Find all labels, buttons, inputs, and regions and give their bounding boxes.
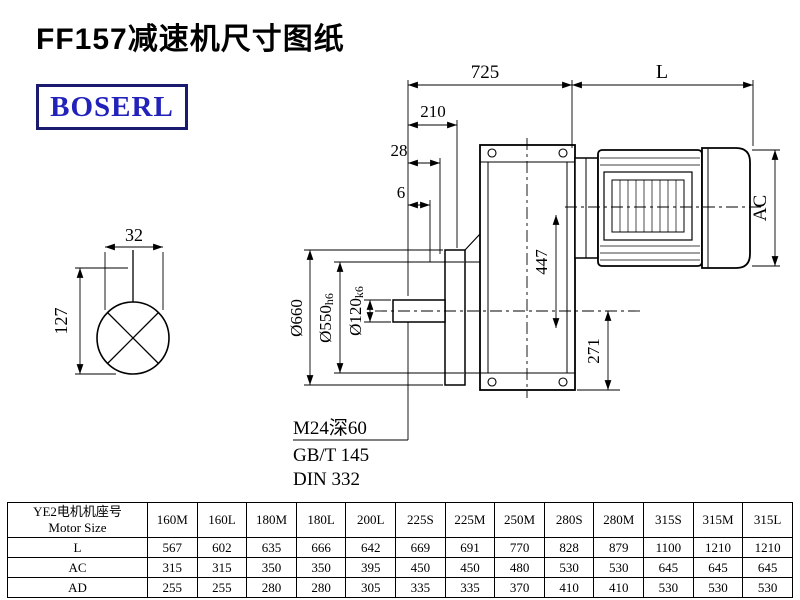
table-cell: 645	[692, 557, 744, 578]
table-cell: 350	[246, 557, 297, 578]
bolt-hole	[558, 377, 568, 387]
brand-logo: BOSERL	[36, 84, 188, 130]
table-row-L: L 567 602 635 666 642 669 691 770 828 87…	[7, 537, 793, 558]
table-cell: 410	[593, 577, 645, 598]
col-header: 225S	[395, 502, 446, 538]
col-header: 280S	[543, 502, 595, 538]
table-cell: 280	[295, 577, 347, 598]
dim-motor-length-label: L	[656, 61, 668, 83]
dia-flange-label: Ø660	[287, 299, 306, 337]
table-cell: 669	[395, 537, 446, 558]
col-header: 180M	[246, 502, 297, 538]
table-cell: 410	[543, 577, 595, 598]
row-label: AC	[7, 557, 148, 578]
dia-shaft-main: Ø120	[346, 298, 365, 336]
table-cell: 315	[196, 557, 248, 578]
row-label: L	[7, 537, 148, 558]
table-cell: 530	[543, 557, 595, 578]
note-standard-gbt: GB/T 145	[293, 445, 369, 466]
output-flange	[375, 233, 640, 386]
table-cell: 350	[295, 557, 347, 578]
dim-ac-label: AC	[750, 195, 771, 221]
table-cell: 530	[742, 577, 793, 598]
table-cell: 305	[345, 577, 397, 598]
table-cell: 335	[395, 577, 446, 598]
table-row-AD: AD 255 255 280 280 305 335 335 370 410 4…	[7, 577, 793, 598]
dim-127-label: 127	[51, 308, 71, 335]
table-cell: 280	[246, 577, 297, 598]
dim-447-label: 447	[532, 249, 551, 275]
table-cell: 770	[494, 537, 545, 558]
shaft-end-notes: M24深60 GB/T 145 DIN 332	[293, 417, 369, 490]
table-cell: 1100	[643, 537, 694, 558]
dia-shaft-label: Ø120k6	[346, 286, 366, 336]
bolt-hole	[487, 377, 497, 387]
dim-271-label: 271	[584, 338, 603, 364]
col-header: 315S	[643, 502, 694, 538]
table-cell: 635	[246, 537, 297, 558]
table-header-line1: YE2电机机座号	[33, 503, 122, 519]
col-header: 280M	[593, 502, 645, 538]
table-header-row: YE2电机机座号 Motor Size 160M 160L 180M 180L …	[7, 502, 793, 538]
table-cell: 315	[147, 557, 198, 578]
col-header: 180L	[295, 502, 347, 538]
table-row-AC: AC 315 315 350 350 395 450 450 480 530 5…	[7, 557, 793, 578]
table-cell: 370	[494, 577, 545, 598]
col-header: 160M	[147, 502, 198, 538]
table-cell: 255	[147, 577, 198, 598]
table-cell: 642	[345, 537, 397, 558]
left-shaft-view	[75, 243, 170, 375]
table-cell: 645	[643, 557, 694, 578]
dia-spigot-label: Ø550h6	[316, 293, 336, 343]
table-cell: 530	[643, 577, 694, 598]
col-header: 225M	[444, 502, 496, 538]
table-cell: 828	[543, 537, 595, 558]
table-cell: 450	[444, 557, 496, 578]
brand-logo-text: BOSERL	[50, 90, 174, 123]
motor-size-table: YE2电机机座号 Motor Size 160M 160L 180M 180L …	[7, 502, 793, 598]
dim-210-label: 210	[420, 102, 446, 121]
table-cell: 602	[196, 537, 248, 558]
table-cell: 530	[593, 557, 645, 578]
table-cell: 335	[444, 577, 496, 598]
motor	[565, 147, 762, 269]
col-header: 250M	[494, 502, 545, 538]
table-cell: 450	[395, 557, 446, 578]
table-cell: 395	[345, 557, 397, 578]
page-title: FF157减速机尺寸图纸	[36, 23, 345, 56]
table-cell: 1210	[742, 537, 793, 558]
dim-6-label: 6	[397, 183, 406, 202]
row-label: AD	[7, 577, 148, 598]
dia-shaft-tol: k6	[352, 286, 366, 298]
col-header: 315L	[742, 502, 793, 538]
table-cell: 1210	[692, 537, 744, 558]
table-cell: 530	[692, 577, 744, 598]
dim-28-label: 28	[391, 141, 408, 160]
bolt-hole	[487, 148, 497, 158]
col-header: 315M	[692, 502, 744, 538]
col-header: 160L	[196, 502, 248, 538]
note-standard-din: DIN 332	[293, 469, 360, 490]
table-cell: 567	[147, 537, 198, 558]
bolt-hole	[558, 148, 568, 158]
table-cell: 645	[742, 557, 793, 578]
table-cell: 691	[444, 537, 496, 558]
table-cell: 666	[295, 537, 347, 558]
gearbox-housing	[479, 138, 576, 398]
fan-cowl	[701, 147, 751, 269]
table-cell: 879	[593, 537, 645, 558]
table-header-line2: Motor Size	[48, 520, 107, 535]
dimension-lines	[293, 80, 780, 441]
table-header-motor-size: YE2电机机座号 Motor Size	[7, 502, 148, 538]
technical-drawing: 32 127	[51, 61, 780, 490]
dia-spigot-tol: h6	[322, 293, 336, 305]
col-header: 200L	[345, 502, 397, 538]
table-cell: 480	[494, 557, 545, 578]
note-thread: M24深60	[293, 417, 367, 439]
table-cell: 255	[196, 577, 248, 598]
dia-spigot-main: Ø550	[316, 305, 335, 343]
dim-32-label: 32	[125, 225, 143, 245]
dim-725-label: 725	[471, 62, 500, 83]
